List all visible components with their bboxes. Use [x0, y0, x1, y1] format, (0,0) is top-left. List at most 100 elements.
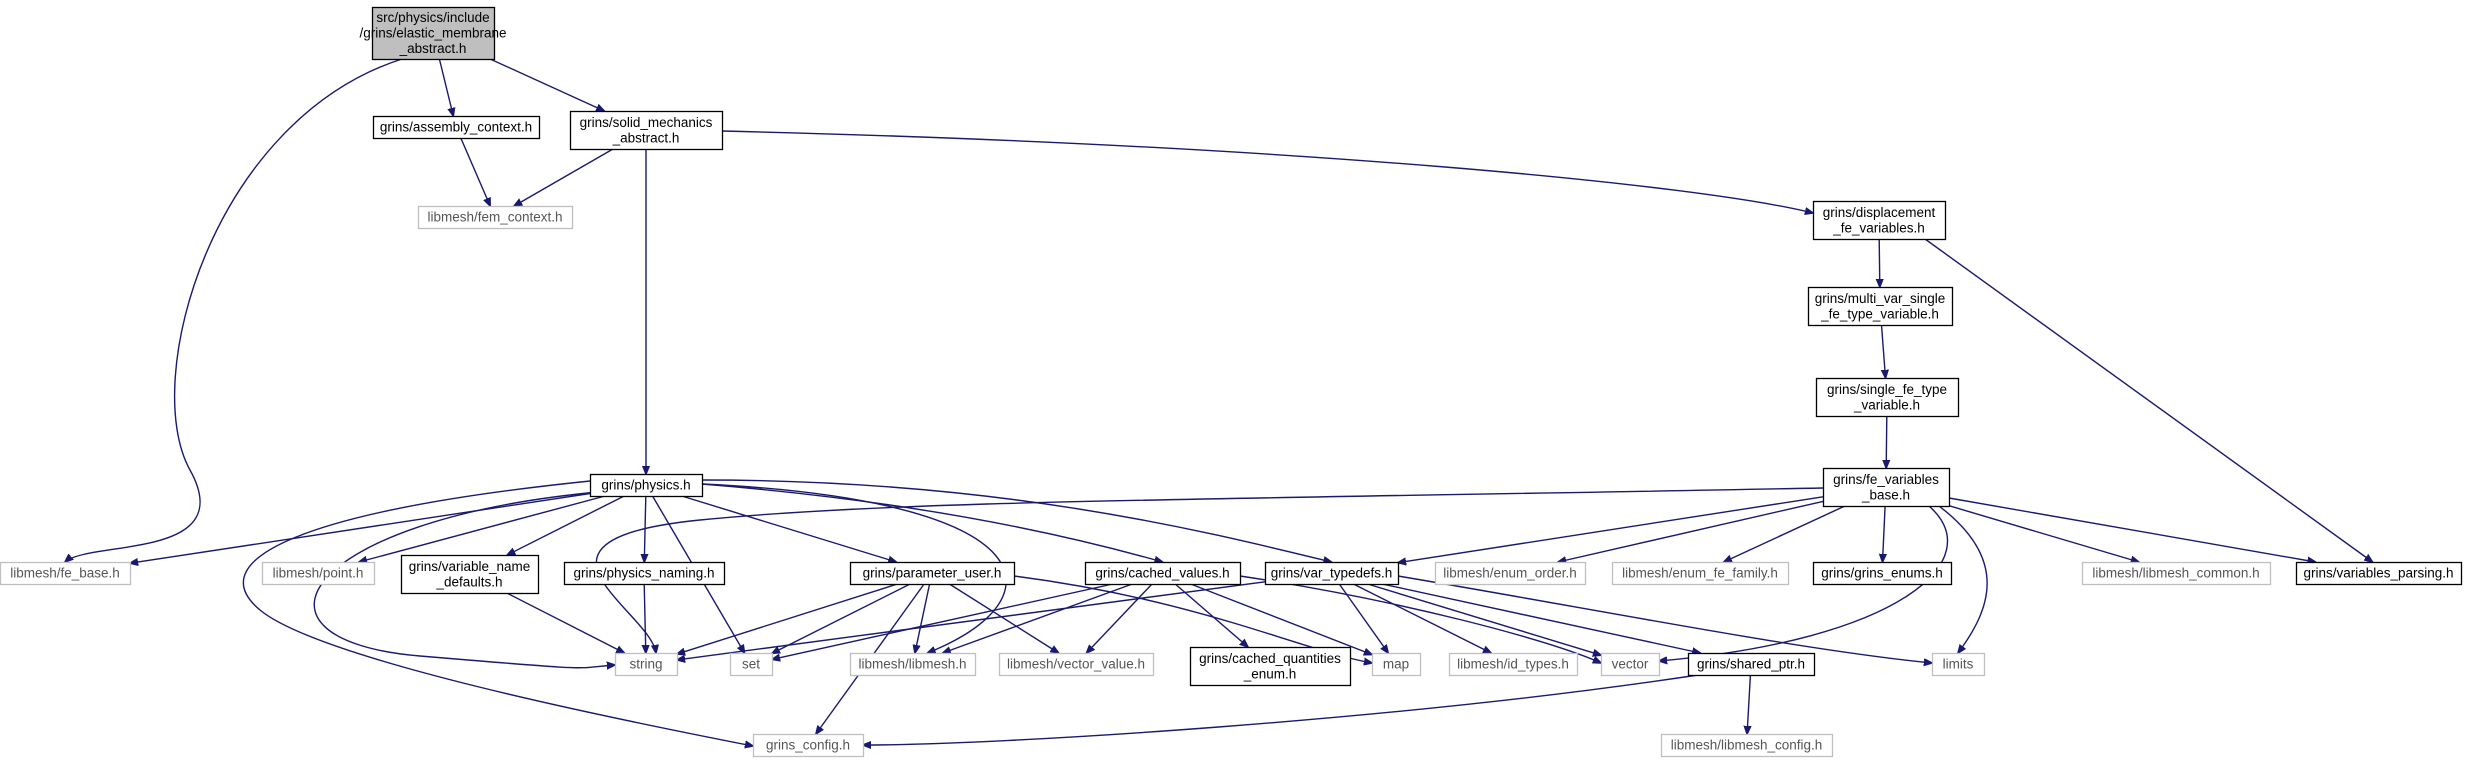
node-id-types[interactable]: libmesh/id_types.h	[1448, 652, 1579, 677]
node-parameter-user[interactable]: grins/parameter_user.h	[849, 561, 1016, 586]
edge-shared-ptr-to-grins-config	[863, 674, 1699, 745]
node-enum-order[interactable]: libmesh/enum_order.h	[1434, 561, 1587, 586]
node-box[interactable]	[998, 652, 1155, 677]
dependency-edges	[65, 58, 2373, 746]
node-label: libmesh/vector_value.h	[1007, 657, 1145, 672]
node-box[interactable]	[589, 473, 704, 498]
node-box[interactable]	[2081, 561, 2272, 586]
node-shared-ptr[interactable]: grins/shared_ptr.h	[1687, 652, 1816, 677]
edge-physics-to-fe-base	[130, 492, 591, 564]
node-string[interactable]: string	[614, 652, 679, 677]
node-box[interactable]	[1660, 733, 1834, 758]
node-box[interactable]	[849, 561, 1016, 586]
node-box[interactable]	[1264, 561, 1400, 586]
node-box[interactable]	[1611, 561, 1790, 586]
node-box[interactable]	[729, 652, 774, 677]
node-cached-quantities-enum[interactable]: grins/cached_quantities_enum.h	[1189, 646, 1352, 687]
node-label: grins/grins_enums.h	[1821, 566, 1943, 581]
edge-var-typedefs-to-limits	[1397, 575, 1932, 663]
node-multi-var-single[interactable]: grins/multi_var_single_fe_type_variable.…	[1807, 286, 1954, 327]
node-box[interactable]	[2295, 561, 2463, 586]
edge-fe-variables-base-to-enum-fe-family	[1724, 505, 1846, 562]
edge-var-typedefs-to-map	[1338, 583, 1388, 653]
edge-fe-variables-base-to-limits	[1938, 505, 1988, 653]
edge-cached-values-to-vector-value	[1087, 583, 1153, 653]
node-box[interactable]	[614, 652, 679, 677]
node-fe-variables-base[interactable]: grins/fe_variables_base.h	[1822, 467, 1951, 508]
node-box[interactable]	[1371, 652, 1422, 677]
node-vector[interactable]: vector	[1600, 652, 1661, 677]
node-box[interactable]	[1807, 286, 1954, 327]
node-variables-parsing[interactable]: grins/variables_parsing.h	[2295, 561, 2463, 586]
edge-displacement-fe-variables-to-multi-var-single	[1879, 238, 1880, 287]
node-box[interactable]	[1815, 377, 1960, 418]
node-set[interactable]: set	[729, 652, 774, 677]
node-grins-config[interactable]: grins_config.h	[752, 733, 865, 758]
node-label: vector	[1612, 657, 1649, 672]
node-enum-fe-family[interactable]: libmesh/enum_fe_family.h	[1611, 561, 1790, 586]
node-box[interactable]	[0, 561, 132, 586]
node-label: _defaults.h	[435, 574, 502, 589]
node-root[interactable]: src/physics/include/grins/elastic_membra…	[359, 6, 507, 61]
node-physics-naming[interactable]: grins/physics_naming.h	[563, 561, 726, 586]
node-libmesh-config[interactable]: libmesh/libmesh_config.h	[1660, 733, 1834, 758]
node-box[interactable]	[563, 561, 726, 586]
node-box[interactable]	[752, 733, 865, 758]
edge-cached-values-to-libmesh-h	[943, 583, 1133, 653]
edge-fe-variables-base-to-grins-enums	[1883, 505, 1886, 562]
node-grins-enums[interactable]: grins/grins_enums.h	[1812, 561, 1953, 586]
node-box[interactable]	[1812, 200, 1947, 241]
node-map[interactable]: map	[1371, 652, 1422, 677]
node-label: _enum.h	[1243, 666, 1297, 681]
node-label: _abstract.h	[612, 130, 680, 145]
node-fem-context[interactable]: libmesh/fem_context.h	[417, 205, 574, 230]
node-box[interactable]	[1822, 467, 1951, 508]
node-box[interactable]	[1084, 561, 1242, 586]
node-box[interactable]	[849, 652, 977, 677]
node-assembly-context[interactable]: grins/assembly_context.h	[372, 115, 541, 140]
node-variable-name-defaults[interactable]: grins/variable_name_defaults.h	[400, 554, 540, 595]
edge-parameter-user-to-vector-value	[949, 583, 1058, 653]
node-box[interactable]	[1448, 652, 1579, 677]
edge-fe-variables-base-to-var-typedefs	[1398, 496, 1824, 563]
node-libmesh-common[interactable]: libmesh/libmesh_common.h	[2081, 561, 2272, 586]
node-label: grins/displacement	[1823, 205, 1936, 220]
node-box[interactable]	[569, 110, 724, 151]
node-box[interactable]	[1434, 561, 1587, 586]
node-solid-mechanics-abstract[interactable]: grins/solid_mechanics_abstract.h	[569, 110, 724, 151]
node-box[interactable]	[1687, 652, 1816, 677]
node-label: libmesh/enum_order.h	[1443, 566, 1577, 581]
edge-fe-variables-base-to-libmesh-common	[1948, 505, 2139, 562]
edge-physics-to-physics-naming	[644, 495, 646, 562]
node-box[interactable]	[400, 554, 540, 595]
node-box[interactable]	[417, 205, 574, 230]
node-single-fe-type[interactable]: grins/single_fe_type_variable.h	[1815, 377, 1960, 418]
node-fe-base[interactable]: libmesh/fe_base.h	[0, 561, 132, 586]
edge-physics-to-libmesh-h	[701, 483, 1007, 653]
node-box[interactable]	[1812, 561, 1953, 586]
node-displacement-fe-variables[interactable]: grins/displacement_fe_variables.h	[1812, 200, 1947, 241]
edge-physics-to-var-typedefs	[701, 479, 1332, 562]
node-libmesh-h[interactable]: libmesh/libmesh.h	[849, 652, 977, 677]
node-box[interactable]	[1189, 646, 1352, 687]
node-box[interactable]	[1600, 652, 1661, 677]
edge-parameter-user-to-string	[677, 583, 898, 654]
node-label: grins/multi_var_single	[1815, 291, 1946, 306]
node-var-typedefs[interactable]: grins/var_typedefs.h	[1264, 561, 1400, 586]
node-label: libmesh/fe_base.h	[10, 566, 120, 581]
node-box[interactable]	[372, 115, 541, 140]
node-vector-value[interactable]: libmesh/vector_value.h	[998, 652, 1155, 677]
edge-physics-to-string	[313, 491, 615, 668]
node-label: libmesh/enum_fe_family.h	[1622, 566, 1778, 581]
node-label: grins/cached_values.h	[1095, 566, 1229, 581]
node-label: grins/cached_quantities	[1199, 651, 1341, 666]
node-cached-values[interactable]: grins/cached_values.h	[1084, 561, 1242, 586]
node-physics[interactable]: grins/physics.h	[589, 473, 704, 498]
node-box[interactable]	[1931, 652, 1986, 677]
node-box[interactable]	[261, 561, 376, 586]
node-point[interactable]: libmesh/point.h	[261, 561, 376, 586]
node-limits[interactable]: limits	[1931, 652, 1986, 677]
edge-displacement-fe-variables-to-variables-parsing	[1924, 238, 2373, 562]
edge-physics-to-parameter-user	[681, 495, 897, 562]
node-box[interactable]	[371, 6, 496, 61]
